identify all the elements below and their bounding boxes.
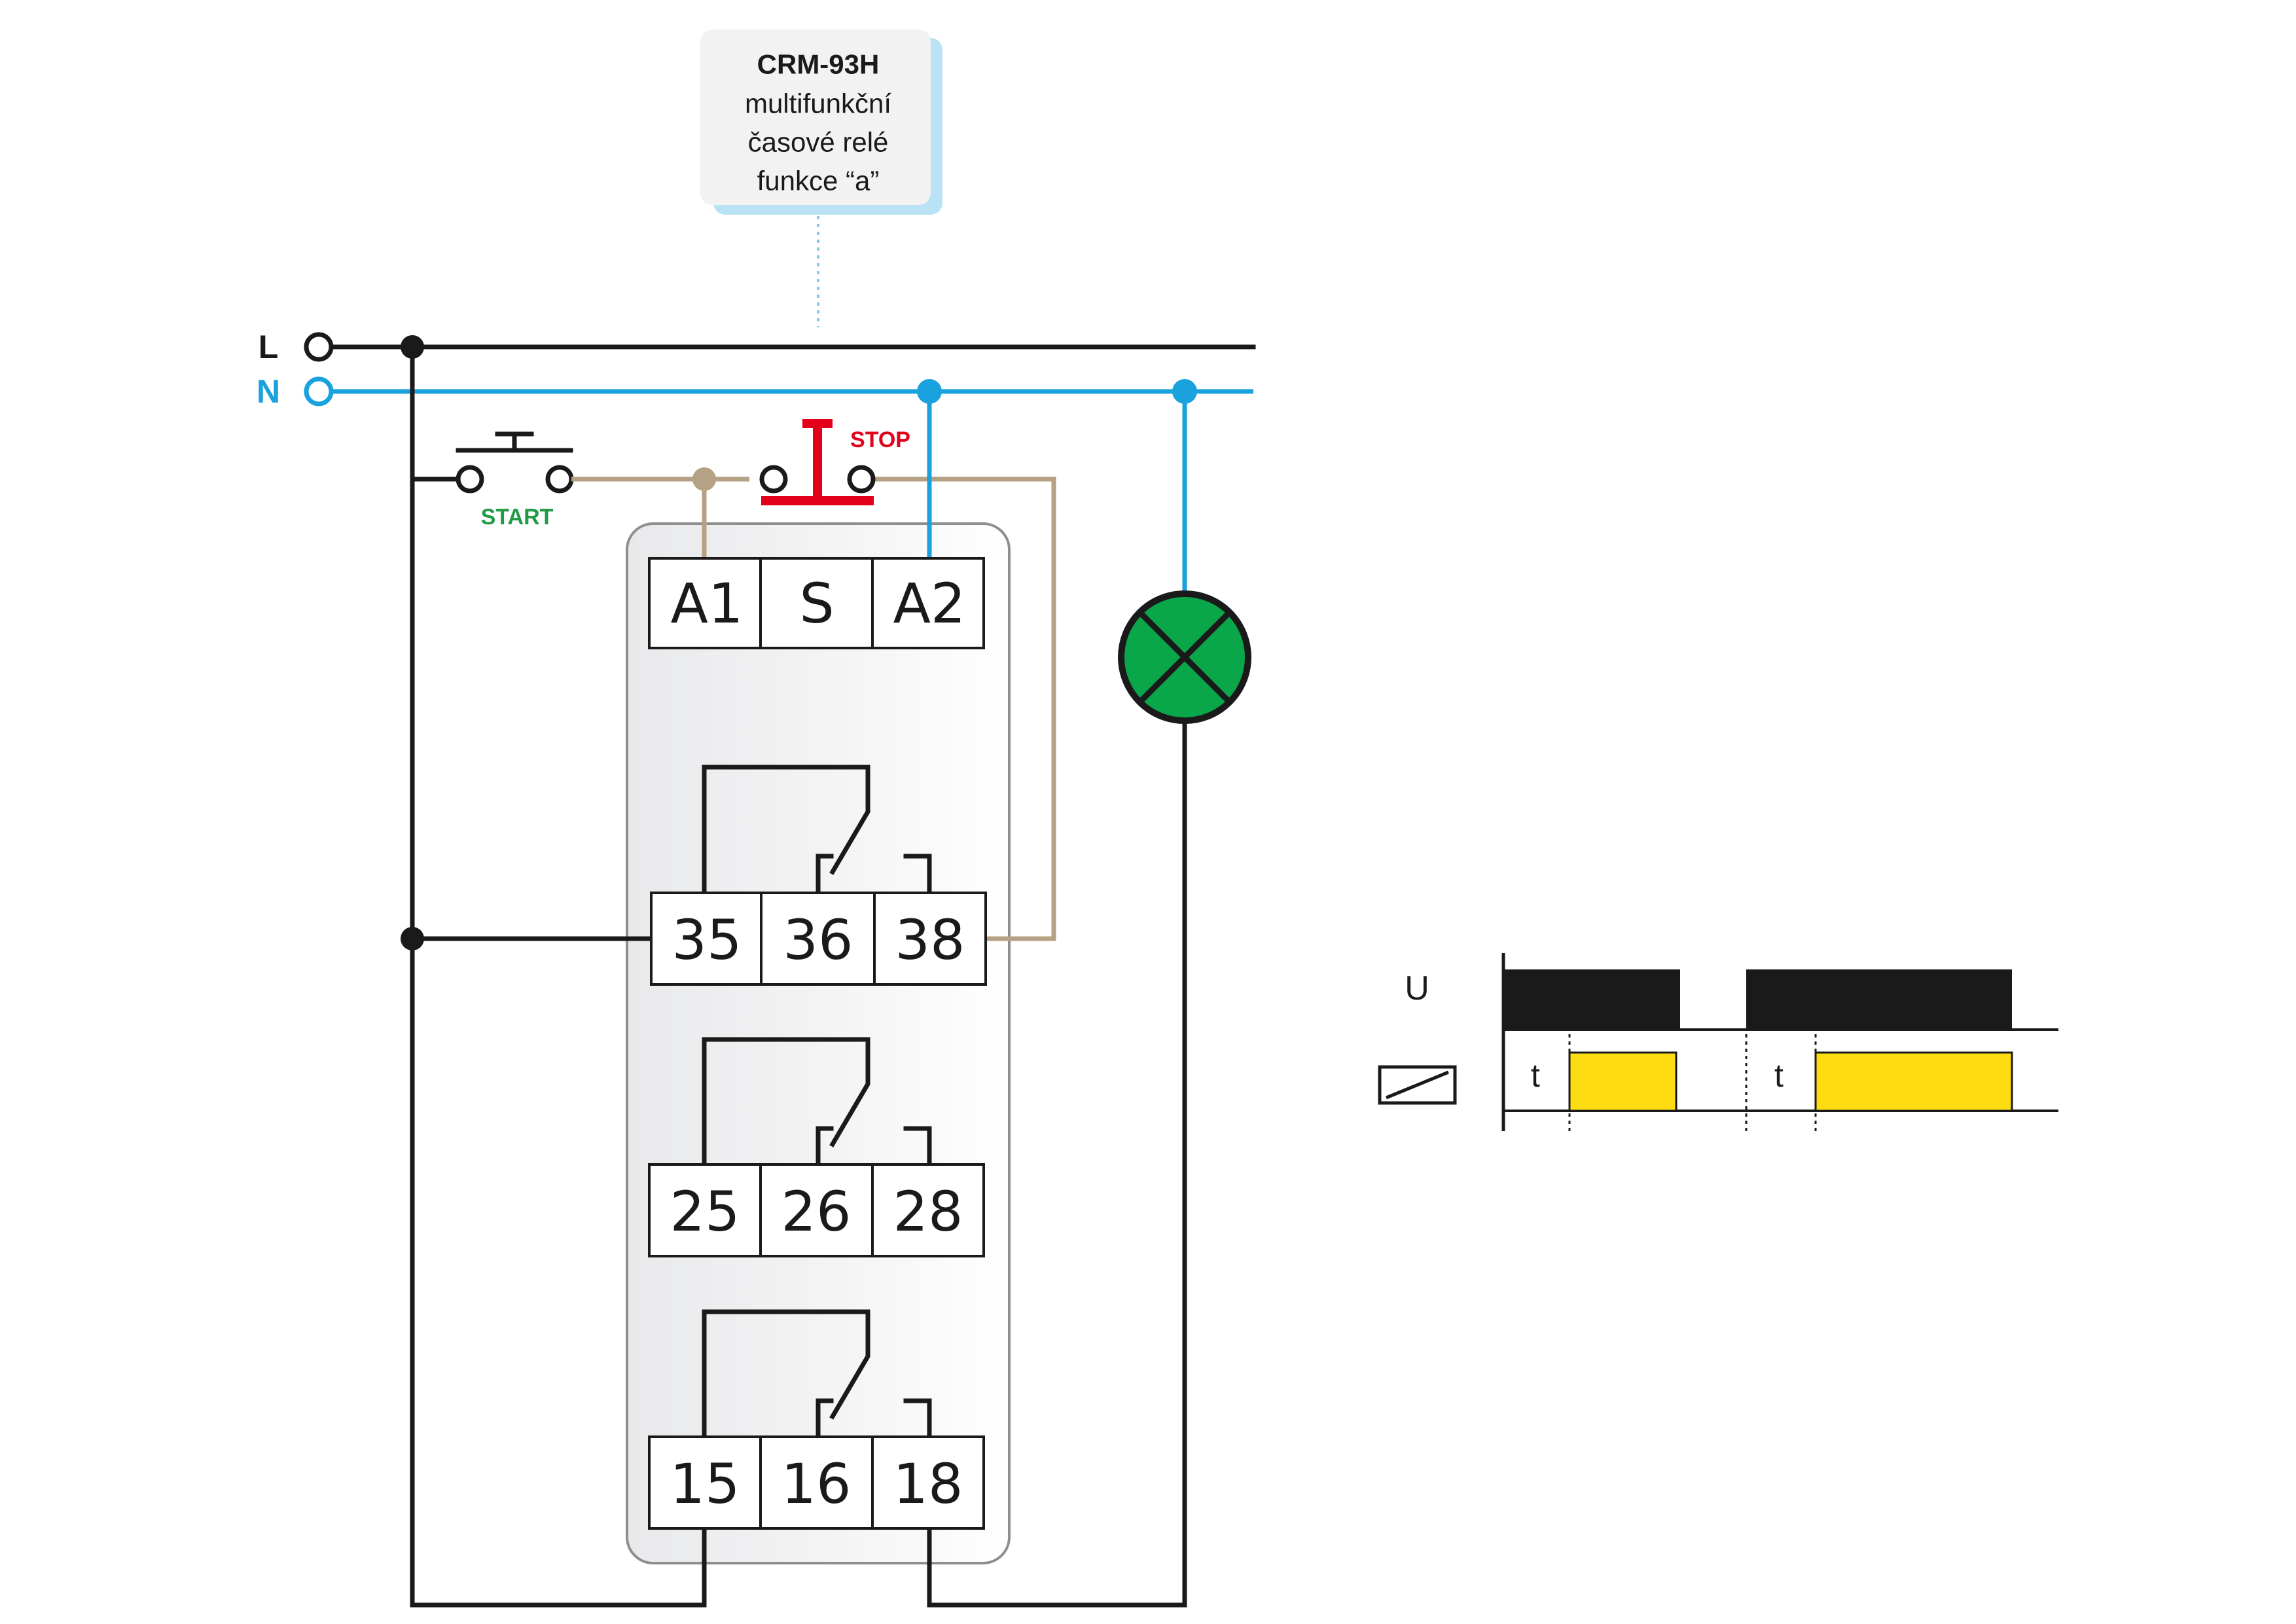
u-pulse-1	[1503, 969, 1680, 1030]
l-feed-wire	[410, 344, 707, 1608]
callout-line2: časové relé	[748, 127, 889, 158]
l-terminal	[304, 332, 334, 362]
terminal-35: 35	[672, 908, 742, 972]
timing-t2-label: t	[1774, 1057, 1784, 1094]
start-button: START	[456, 431, 574, 530]
terminal-18: 18	[893, 1452, 963, 1516]
contact-symbol-3	[702, 1309, 932, 1437]
timing-t1-label: t	[1531, 1057, 1540, 1094]
lamp-return-wire	[927, 718, 1187, 1608]
callout-line3: funkce “a”	[757, 166, 880, 196]
terminal-block-row3: 15 16 18	[648, 1435, 985, 1530]
n-rail: N	[257, 373, 1253, 410]
lamp-icon	[1118, 590, 1251, 724]
stop-button: STOP	[759, 419, 910, 505]
l-rail: L	[259, 329, 1256, 365]
terminal-16: 16	[781, 1452, 852, 1516]
u-pulse-2	[1746, 969, 2012, 1030]
terminal-28: 28	[893, 1180, 963, 1244]
terminal-38: 38	[895, 908, 965, 972]
contact-symbol-2	[702, 1037, 932, 1165]
start-label: START	[481, 505, 554, 530]
l-label: L	[259, 329, 279, 365]
terminal-15: 15	[670, 1452, 740, 1516]
relay-pulse-2	[1814, 1051, 2013, 1112]
terminal-25: 25	[670, 1180, 740, 1244]
callout-title: CRM-93H	[757, 49, 880, 80]
callout: CRM-93H multifunkční časové relé funkce …	[700, 29, 942, 327]
relay-housing	[626, 522, 1011, 1564]
junction-35	[401, 927, 424, 950]
relay-coil-icon	[1378, 1065, 1457, 1105]
terminal-s: S	[799, 571, 834, 636]
terminal-a2: A2	[893, 571, 966, 636]
relay-pulse-1	[1568, 1051, 1677, 1112]
terminal-26: 26	[781, 1180, 852, 1244]
terminal-block-top: A1 S A2	[648, 557, 985, 649]
terminal-36: 36	[783, 908, 853, 972]
stop-to-38-wire	[872, 477, 1056, 941]
n-label: N	[257, 373, 280, 410]
contact-symbol-1	[702, 765, 932, 893]
terminal-block-row1: 35 36 38	[650, 892, 987, 986]
n-terminal	[304, 376, 334, 406]
terminal-block-row2: 25 26 28	[648, 1163, 985, 1257]
terminal-a1: A1	[671, 571, 744, 636]
callout-line1: multifunkční	[745, 88, 891, 119]
a2-neutral-junction	[917, 379, 942, 404]
timing-u-label: U	[1405, 969, 1429, 1007]
timing-diagram: U t t	[1378, 953, 2058, 1134]
lamp-neutral-junction	[1172, 379, 1197, 404]
stop-label: STOP	[850, 427, 910, 452]
